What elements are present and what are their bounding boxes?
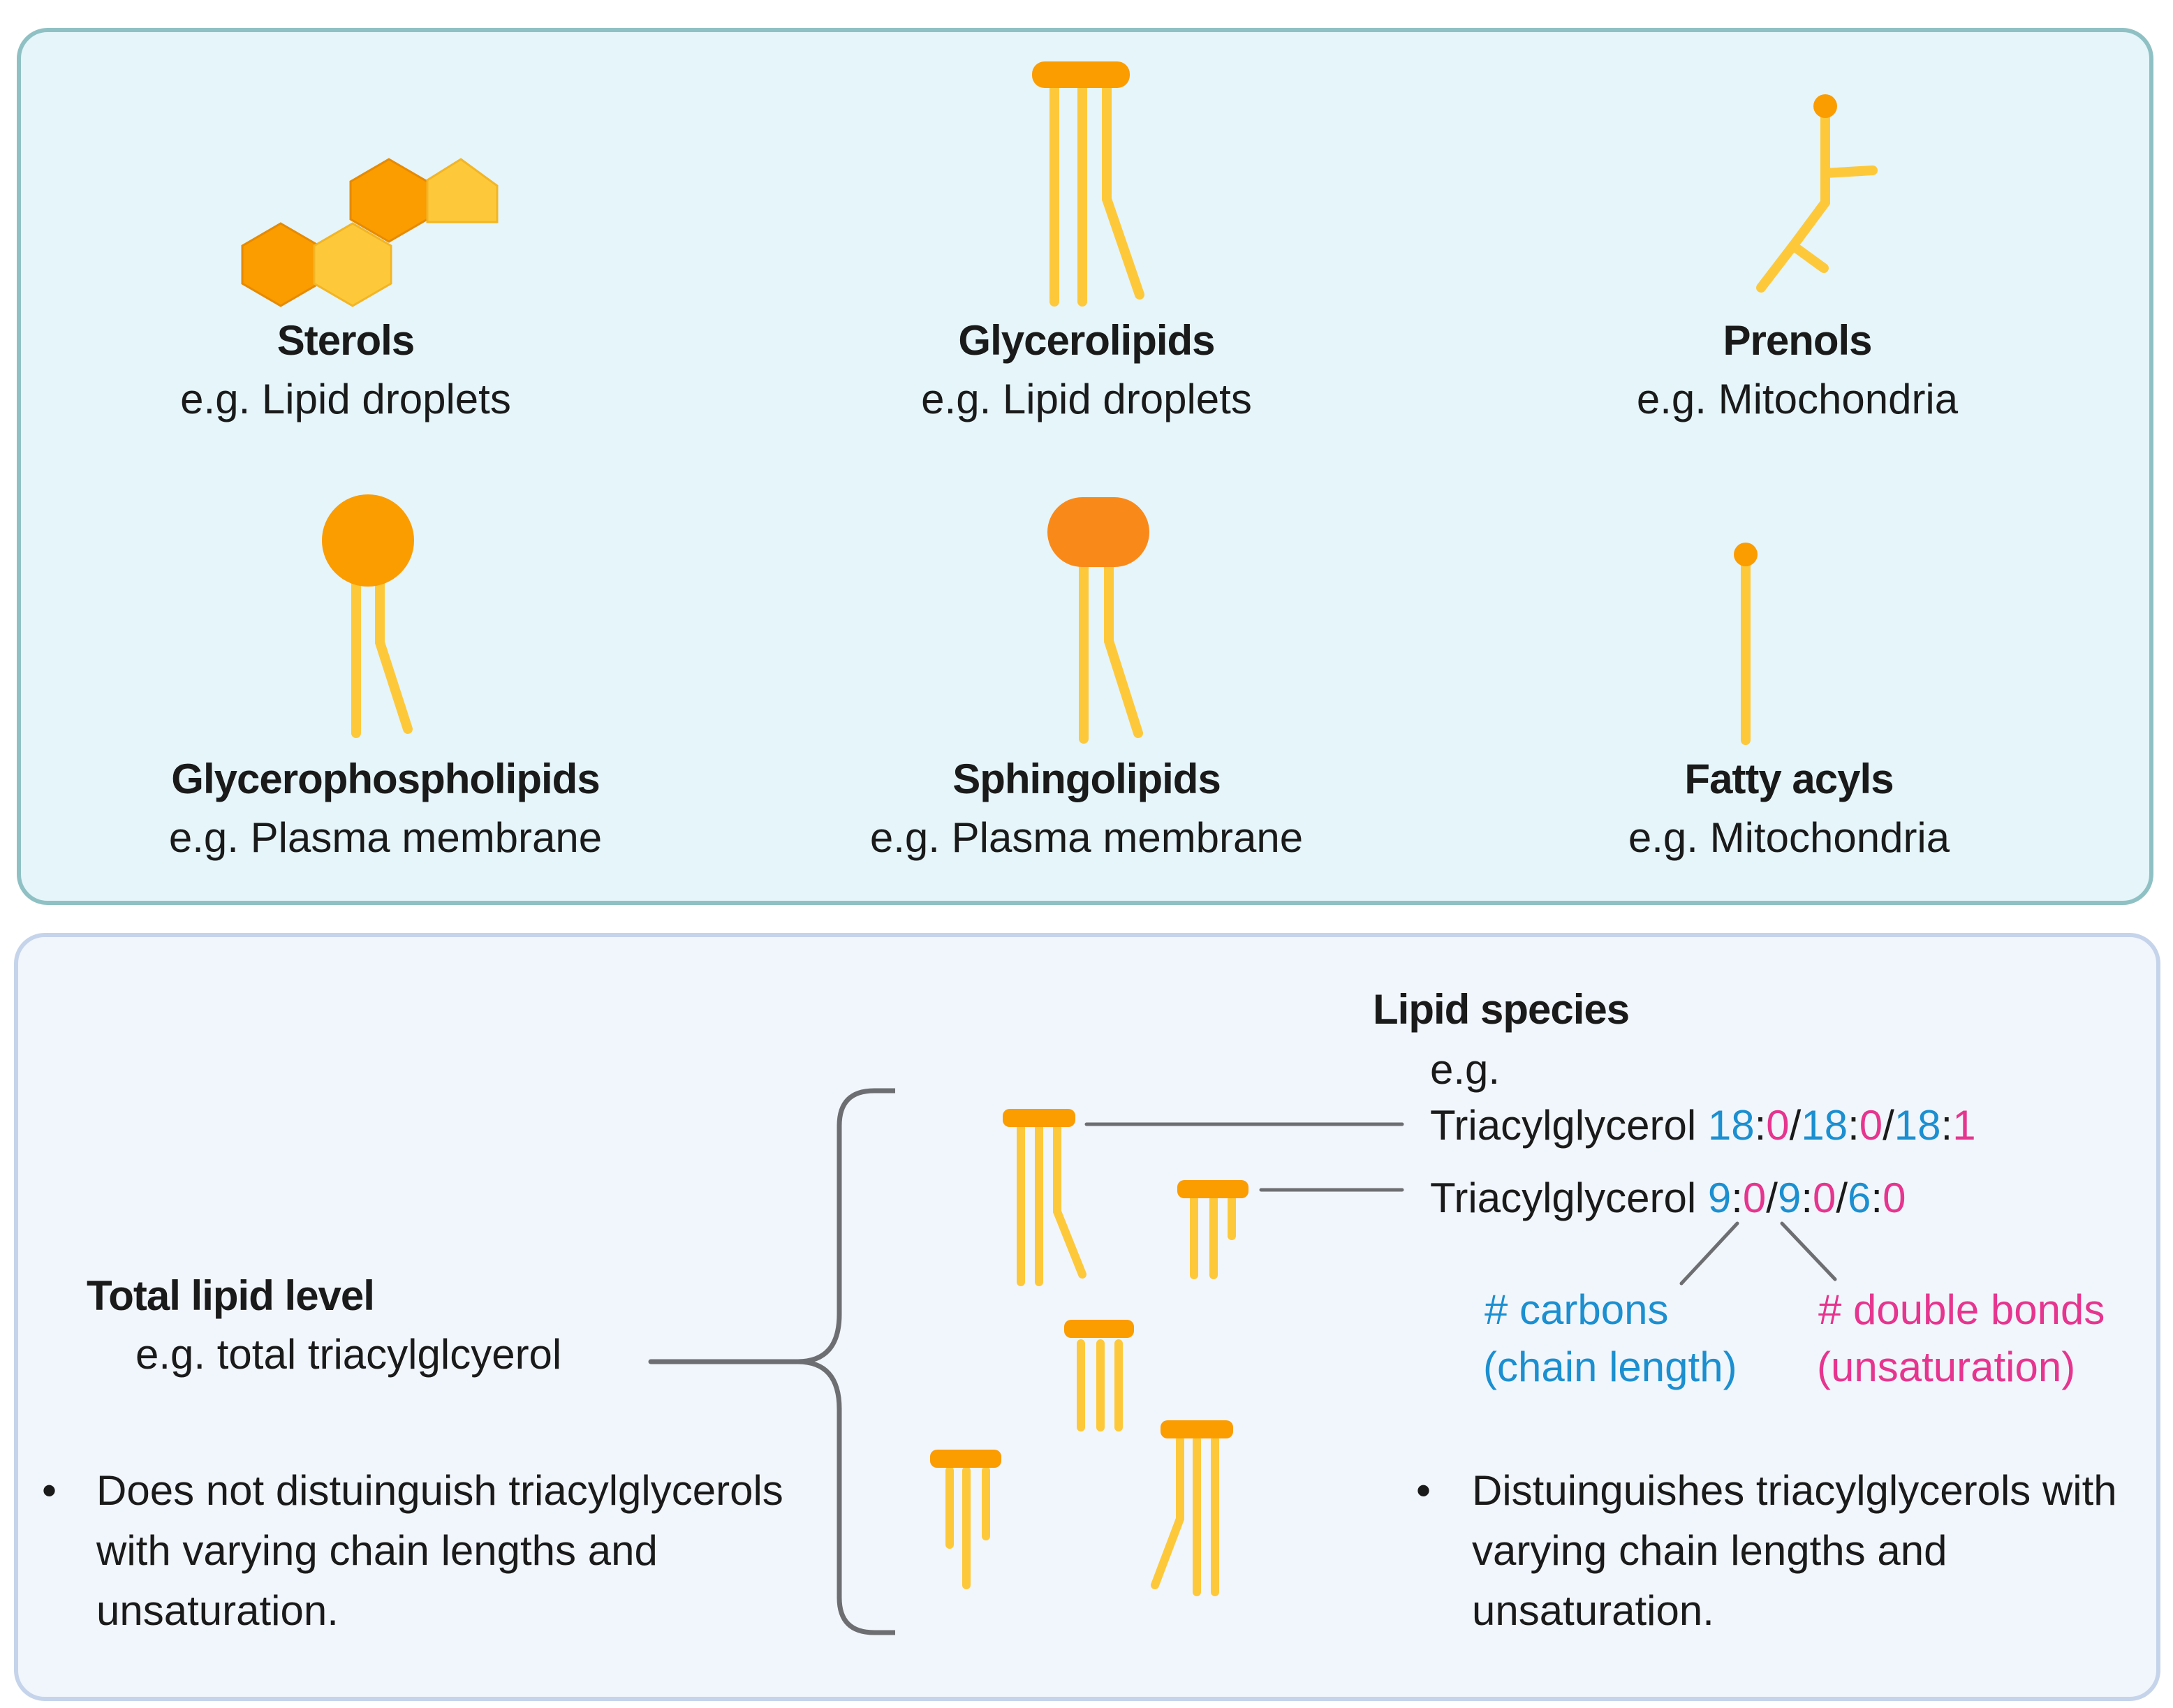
sphingolipids-icon (1047, 497, 1149, 744)
curly-brace (797, 1088, 895, 1635)
total-level-title: Total lipid level (87, 1272, 375, 1319)
lipid-name: Triacylglycerol (1430, 1102, 1697, 1149)
species-title: Lipid species (1373, 986, 1630, 1033)
double-bonds-sublabel: (unsaturation) (1817, 1343, 2076, 1390)
chain-carbons: 18 (1894, 1102, 1941, 1149)
tag-molecule-9-9-6 (1177, 1180, 1248, 1279)
species-bullet-text: Distuinguishes triacylglycerols with var… (1472, 1467, 2117, 1634)
class-sphingolipids: Sphingolipids e.g. Plasma membrane (870, 758, 1303, 859)
class-name: Prenols (1723, 317, 1872, 364)
total-level-example: e.g. total triacylglcyerol (135, 1331, 562, 1378)
tag-molecule-18-18-18 (1003, 1109, 1086, 1286)
class-example: e.g. Lipid droplets (180, 376, 511, 422)
chain-carbons: 6 (1848, 1175, 1871, 1221)
species-lipid-2: Triacylglycerol 9:0/9:0/6:0 (1430, 1175, 1906, 1221)
species-lipid-1: Triacylglycerol 18:0/18:0/18:1 (1430, 1102, 1976, 1149)
class-name: Fatty acyls (1684, 756, 1894, 802)
prenols-icon (1756, 94, 1878, 293)
chain-carbons: 18 (1707, 1102, 1755, 1149)
class-name: Sphingolipids (952, 756, 1221, 802)
fatty-acyls-icon (1734, 543, 1758, 745)
class-sterols: Sterols e.g. Lipid droplets (180, 320, 511, 420)
class-prenols: Prenols e.g. Mitochondria (1637, 320, 1958, 420)
class-example: e.g. Plasma membrane (869, 814, 1304, 861)
double-bonds-label: # double bonds (1818, 1286, 2105, 1333)
lipid-levels-panel (14, 933, 2160, 1701)
class-example: e.g. Lipid droplets (921, 376, 1252, 422)
class-name: Glycerolipids (958, 317, 1215, 364)
tag-molecule-5 (1151, 1420, 1233, 1596)
carbons-sublabel: (chain length) (1483, 1343, 1737, 1390)
class-fatty-acyls: Fatty acyls e.g. Mitochondria (1628, 758, 1950, 859)
glycerolipids-icon (1032, 61, 1144, 307)
total-level-bullet-text: Does not distuinguish triacylglycerols w… (96, 1467, 783, 1634)
class-glycerophospholipids: Glycerophospholipids e.g. Plasma membran… (169, 758, 602, 859)
chain-carbons: 9 (1707, 1175, 1732, 1221)
chain-double-bonds: 0 (1766, 1102, 1790, 1149)
chain-carbons: 9 (1777, 1175, 1802, 1221)
chain-double-bonds: 0 (1883, 1175, 1906, 1221)
class-glycerolipids: Glycerolipids e.g. Lipid droplets (921, 320, 1252, 420)
species-eg: e.g. (1430, 1046, 1501, 1093)
class-example: e.g. Mitochondria (1628, 814, 1950, 861)
chain-double-bonds: 1 (1952, 1102, 1976, 1149)
chain-double-bonds: 0 (1742, 1175, 1767, 1221)
class-name: Sterols (277, 317, 415, 364)
class-example: e.g. Mitochondria (1636, 376, 1959, 422)
chain-double-bonds: 0 (1859, 1102, 1883, 1149)
tag-molecule-4 (930, 1450, 1001, 1589)
tag-molecule-3 (1064, 1320, 1134, 1431)
species-connectors (1084, 1122, 1837, 1286)
sterols-icon (241, 158, 499, 307)
lipid-name: Triacylglycerol (1430, 1175, 1697, 1221)
chain-carbons: 18 (1801, 1102, 1848, 1149)
carbons-label: # carbons (1485, 1286, 1669, 1333)
glycerophospholipids-icon (322, 494, 414, 738)
chain-double-bonds: 0 (1813, 1175, 1836, 1221)
class-example: e.g. Plasma membrane (168, 814, 603, 861)
class-name: Glycerophospholipids (171, 756, 600, 802)
